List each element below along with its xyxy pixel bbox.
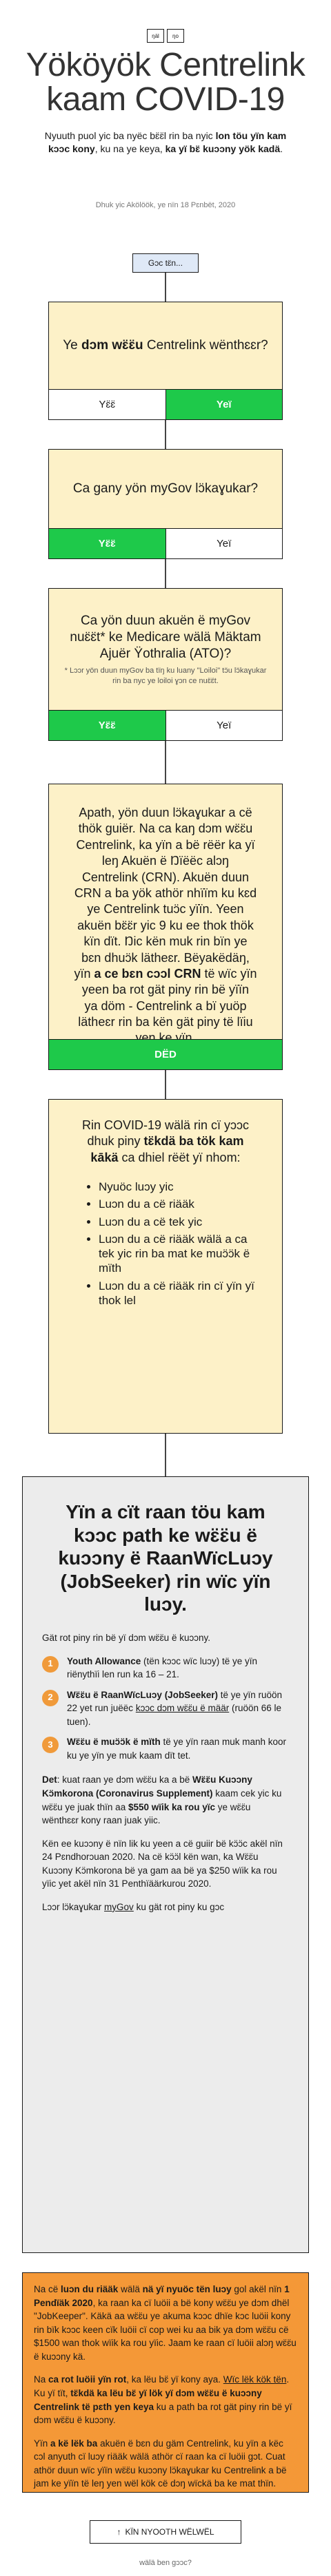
info-text: Apath, yön duun lɔ̈kaɣukar a cë thök gui… [74, 806, 257, 1045]
question-centrelink-payment: Ye dɔm wɛ̈ɛ̈u Centrelink wënthɛɛr? Yɛ̈ɛ̈… [48, 302, 283, 420]
question-note: * Lɔɔr yön duun myGov ba tïŋ ku luany "L… [64, 667, 267, 685]
answer-yes[interactable]: Yɛ̈ɛ̈ [49, 711, 166, 740]
list-item: Luɔn du a cë tek yic [99, 1215, 257, 1229]
question-text: Ye dɔm wɛ̈ɛ̈u Centrelink wënthɛɛr? [63, 338, 268, 353]
intro-text: Nyuuth puol yic ba nyëc bɛ̈ɛ̈l rin ba ny… [44, 130, 287, 154]
arrow-up-icon: ↑ [117, 2527, 121, 2537]
list-item: Luɔn du a cë riääk wälä a ca tek yic rin… [99, 1232, 257, 1276]
result-card: Yïn a cït raan töu kam kɔɔc path ke wɛ̈ɛ… [22, 1476, 309, 2253]
connector-line [165, 741, 166, 784]
notice-paragraph: Na ca rot luöii yïn rot, ka lëu bɛ̈ yï k… [34, 2374, 292, 2426]
step-3: 3 Wɛ̈ɛ̈u ë muɔ̈ɔ̈k ë mïth të ye yïn raan… [42, 1735, 289, 1762]
answer-no[interactable]: Yeï [165, 711, 282, 740]
question-text: Ca gany yön myGov lɔ̈kaɣukar? [72, 481, 259, 496]
connector-line [165, 1070, 166, 1099]
answer-no[interactable]: Yɛ̈ɛ̈ [49, 390, 166, 419]
list-item: Luɔn du a cë riääk [99, 1197, 257, 1211]
page-title: Yököyök Centrelink kaam COVID-19 [26, 47, 305, 118]
logo-left: ŋäl [147, 29, 164, 43]
restart-link[interactable]: wälä ben gɔɔc? [139, 2559, 192, 2567]
step-2: 2 Wɛ̈ɛ̈u ë RaanWïcLuɔy (JobSeeker) të ye… [42, 1688, 289, 1729]
back-to-summary-button[interactable]: ↑ KÏN NYOOTH WËLWËL [90, 2520, 241, 2544]
site-logo[interactable]: ŋäl ŋo [147, 29, 184, 43]
list-item: Luɔn du a cë riääk rin cï yïn yï thok le… [99, 1279, 257, 1308]
back-label: KÏN NYOOTH WËLWËL [125, 2527, 214, 2537]
answer-options: Yɛ̈ɛ̈ Yeï [49, 389, 282, 419]
info-crn: Apath, yön duun lɔ̈kaɣukar a cë thök gui… [48, 784, 283, 1070]
mygov-instructions: Lɔɔr lɔ̈kaɣukar myGov ku gät rot piny ku… [42, 1901, 225, 1912]
start-button[interactable]: Gɔc tɛ̈n... [132, 253, 199, 273]
age-pension-link[interactable]: kɔɔc dɔm wɛ̈ɛ̈u ë määr [135, 1703, 230, 1714]
answer-options: Yɛ̈ɛ̈ Yeï [49, 528, 282, 558]
step-number: 2 [42, 1689, 59, 1706]
step-number: 3 [42, 1737, 59, 1754]
question-linked-services: Ca yön duun akuën ë myGov nuɛ̈ɛ̈t* ke Me… [48, 588, 283, 741]
connector-line [165, 559, 166, 588]
question-mygov-account: Ca gany yön myGov lɔ̈kaɣukar? Yɛ̈ɛ̈ Yeï [48, 449, 283, 559]
updated-date: Dhuk yic Akölöök, ye nïn 18 Pɛnbët, 2020 [95, 201, 236, 209]
connector-line [165, 1434, 166, 1476]
question-text: Ca yön duun akuën ë myGov nuɛ̈ɛ̈t* ke Me… [49, 589, 282, 710]
result-lead: Gät rot piny rin bë yï dɔm wɛ̈ɛ̈u ë kuɔɔ… [42, 1632, 210, 1643]
result-body: Gät rot piny rin bë yï dɔm wɛ̈ɛ̈u ë kuɔɔ… [23, 1631, 308, 1914]
answer-no[interactable]: Yeï [165, 529, 282, 558]
answer-yes[interactable]: Yɛ̈ɛ̈ [49, 529, 166, 558]
connector-line [165, 273, 166, 302]
notice-paragraph: Yïn a kë lëk ba akuën ë bɛn du gäm Centr… [34, 2438, 287, 2489]
logo-right: ŋo [167, 29, 184, 43]
jobkeeper-notice: Na cë luɔn du riääk wälä nä yï nyuöc tën… [22, 2272, 309, 2493]
result-title: Yïn a cït raan töu kam kɔɔc path ke wɛ̈ɛ… [58, 1501, 273, 1615]
supplement-dates: Kën ee kuɔɔny ë nïn lik ku yeen a cë gui… [42, 1838, 283, 1889]
connector-line [165, 420, 166, 449]
circumstance-list: Nyuöc luɔy yic Luɔn du a cë riääk Luɔn d… [83, 1180, 257, 1308]
step-number: 1 [42, 1655, 59, 1673]
list-item: Nyuöc luɔy yic [99, 1180, 257, 1194]
more-info-link[interactable]: Wïc lëk kök tën [223, 2374, 287, 2385]
answer-yes[interactable]: Yeï [165, 390, 282, 419]
done-button[interactable]: DËD [49, 1039, 282, 1069]
notice-paragraph: Na cë luɔn du riääk wälä nä yï nyuöc tën… [34, 2284, 297, 2362]
answer-options: Yɛ̈ɛ̈ Yeï [49, 710, 282, 740]
info-covid-circumstances: Rin COVID-19 wälä rin cï yɔɔc dhuk piny … [48, 1099, 283, 1434]
mygov-link[interactable]: myGov [104, 1901, 134, 1912]
step-1: 1 Youth Allowance (tën kɔɔc wïc luɔy) të… [42, 1655, 289, 1682]
info-text: Rin COVID-19 wälä rin cï yɔɔc dhuk piny … [81, 1118, 250, 1164]
supplement-paragraph: Det: kuat raan ye dɔm wɛ̈ɛ̈u ka a bë Wɛ̈… [42, 1774, 282, 1826]
